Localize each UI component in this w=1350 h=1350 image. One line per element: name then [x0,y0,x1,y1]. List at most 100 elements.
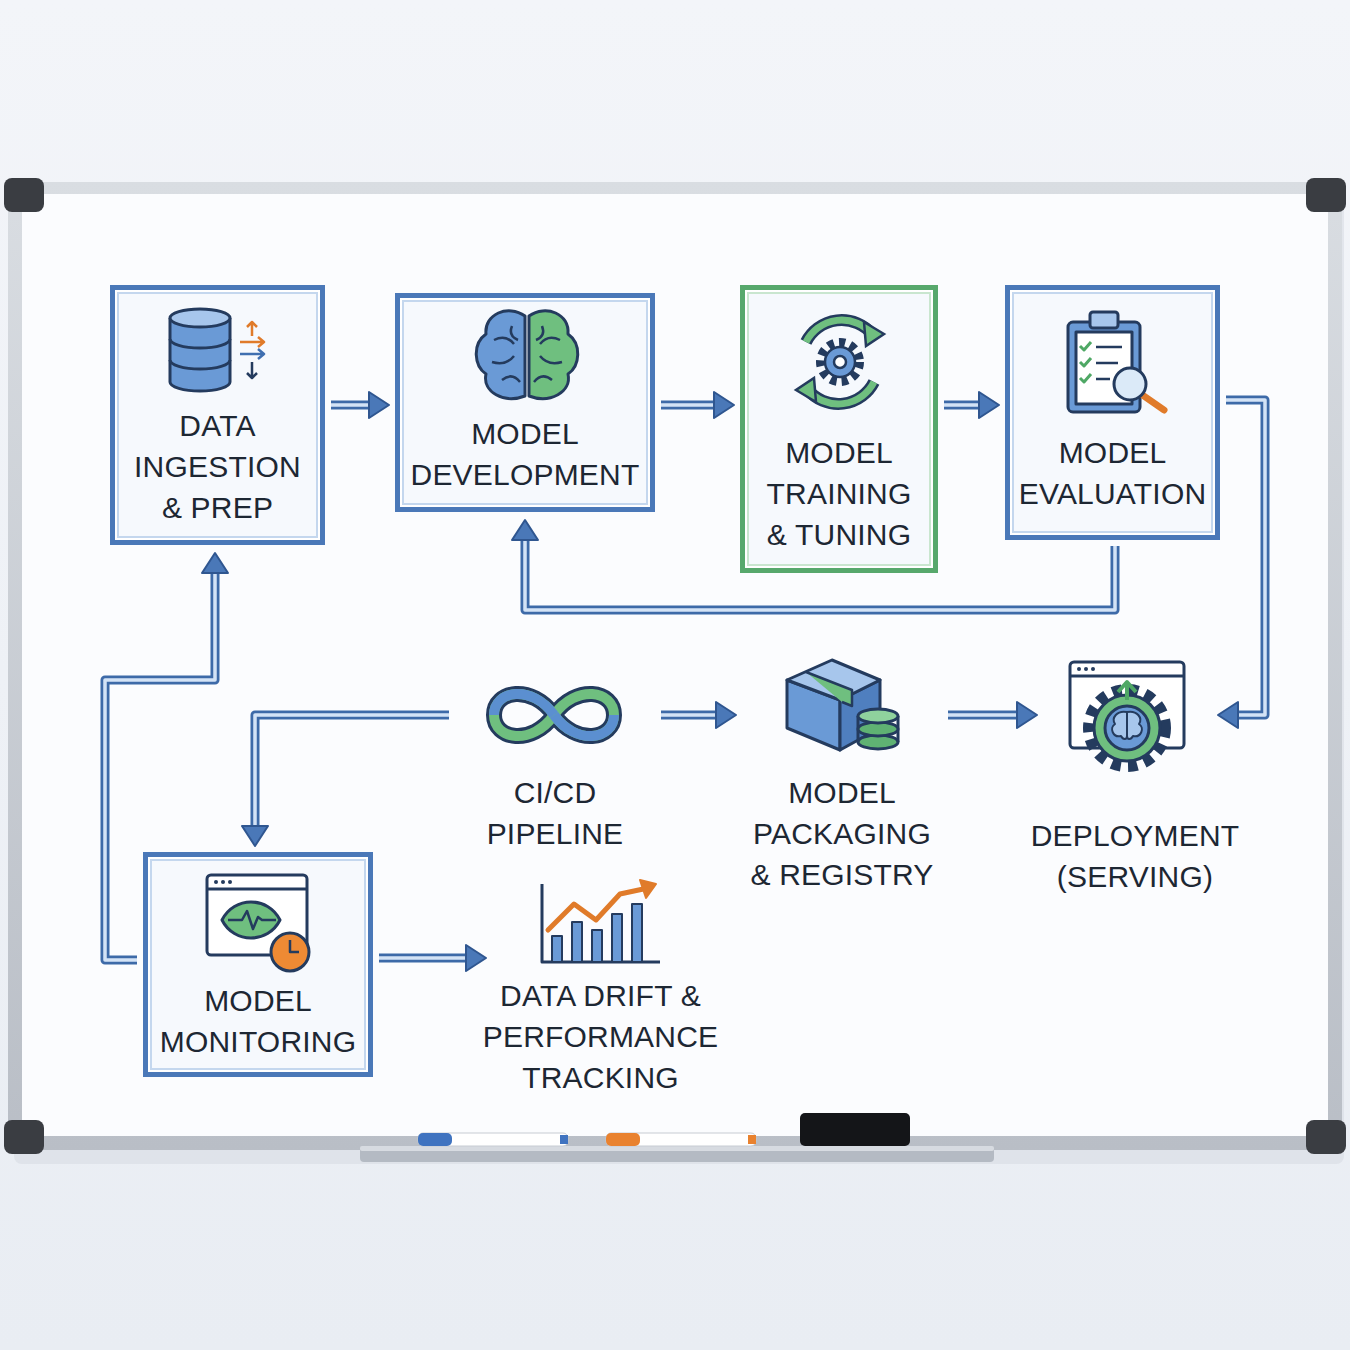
marker-tray-part [748,1135,756,1144]
monitoring-icon-part [228,880,232,884]
training-cycle-icon-part [808,382,874,404]
drift-chart-icon-part [612,914,622,962]
arrow-line [331,401,369,410]
arrow-line [1226,400,1265,715]
flow-arrow [948,702,1037,728]
arrow-line-highlight [255,715,449,826]
arrow-line-highlight [944,403,979,407]
monitoring-icon-part [228,911,276,929]
pipeline-step: CI/CD PIPELINE [455,668,655,858]
arrow-line-highlight [525,540,1115,610]
flow-arrow [1218,400,1265,728]
brain-icon-part [476,311,525,399]
deployment-icon-part [1084,667,1088,671]
package-icon-part [840,680,880,750]
board-surface [22,194,1328,1136]
deployment-icon-part [1094,695,1160,761]
deployment-icon [1070,662,1184,765]
drift-chart-icon-part [640,880,656,898]
brain-icon [476,311,578,399]
node-label: MODEL EVALUATION [1010,432,1215,514]
marker-tray-part [800,1113,910,1146]
clipboard-icon [1068,312,1164,412]
label-group: DATA INGESTION & PREP [123,405,313,528]
arrow-head [202,553,228,573]
node-label: DATA INGESTION & PREP [123,405,313,528]
marker-tray-part [606,1133,640,1146]
label-group: MODEL PACKAGING & REGISTRY [745,772,940,895]
marker-tray-part [560,1135,568,1144]
arrow-line-highlight [1226,400,1265,715]
monitoring-icon-part [214,880,218,884]
infinity-icon-part [494,694,614,736]
flow-arrow [331,392,389,418]
clipboard-icon-part [1141,394,1164,410]
database-icon-part [170,309,230,327]
node-label: DATA DRIFT & PERFORMANCE TRACKING [481,975,721,1098]
deployment-icon-part [1127,712,1142,739]
database-icon-part [247,362,257,378]
training-cycle-icon-part [821,343,859,381]
process-box: MODEL DEVELOPMENT [395,293,655,512]
package-icon-part [806,672,852,706]
marker-tray-part [360,1146,994,1151]
deployment-icon-part [1070,662,1184,748]
process-box: DATA INGESTION & PREP [110,285,325,545]
arrow-line [948,711,1017,720]
process-box: MODEL TRAINING & TUNING [740,285,938,573]
clipboard-icon-part [1090,312,1118,328]
frame-corner [4,1120,44,1154]
arrow-head [1218,702,1238,728]
arrow-line-highlight [948,713,1017,717]
clipboard-icon-part [1080,342,1091,382]
arrow-head [242,826,268,846]
arrow-head [716,702,736,728]
node-label: MODEL DEVELOPMENT [400,413,650,495]
arrow-line-highlight [661,713,716,717]
infinity-icon-part [494,694,614,736]
arrow-head [979,392,999,418]
node-label: CI/CD PIPELINE [460,772,650,854]
node-label: DEPLOYMENT (SERVING) [1024,815,1246,897]
drift-chart-icon-part [542,884,660,962]
arrow-line [661,401,714,410]
label-group: MODEL TRAINING & TUNING [757,432,922,555]
database-icon-part [240,349,264,359]
infinity-icon [494,694,614,736]
drift-chart-icon [542,880,660,962]
arrow-head [466,945,486,971]
package-icon-part [858,709,898,723]
arrow-line [105,573,215,960]
arrow-line [379,954,466,963]
arrow-head [369,392,389,418]
arrow-line-highlight [661,403,714,407]
arrow-head [714,392,734,418]
deployment-icon-part [1112,712,1127,739]
label-group: DATA DRIFT & PERFORMANCE TRACKING [481,975,721,1098]
node-label: MODEL TRAINING & TUNING [757,432,922,555]
node-label: MODEL MONITORING [148,980,368,1062]
training-cycle-icon-part [864,322,884,346]
flow-arrow [242,715,449,846]
clipboard-icon-part [1096,347,1122,379]
process-box: MODEL EVALUATION [1005,285,1220,540]
frame-corner [4,178,44,212]
brain-icon-part [534,326,562,382]
node-label: MODEL PACKAGING & REGISTRY [745,772,940,895]
flow-arrow [944,392,999,418]
package-icon-part [858,722,898,736]
clipboard-icon-part [1076,332,1132,404]
flow-arrow [379,945,486,971]
marker-tray [360,1113,994,1162]
infinity-icon-part [554,715,614,736]
frame-corner [1306,1120,1346,1154]
brain-icon-part [529,311,578,399]
deployment-icon-part [1090,691,1164,765]
marker-tray-part [360,1146,994,1162]
pipeline-step: MODEL PACKAGING & REGISTRY [742,650,942,898]
package-icon-part [858,716,898,742]
